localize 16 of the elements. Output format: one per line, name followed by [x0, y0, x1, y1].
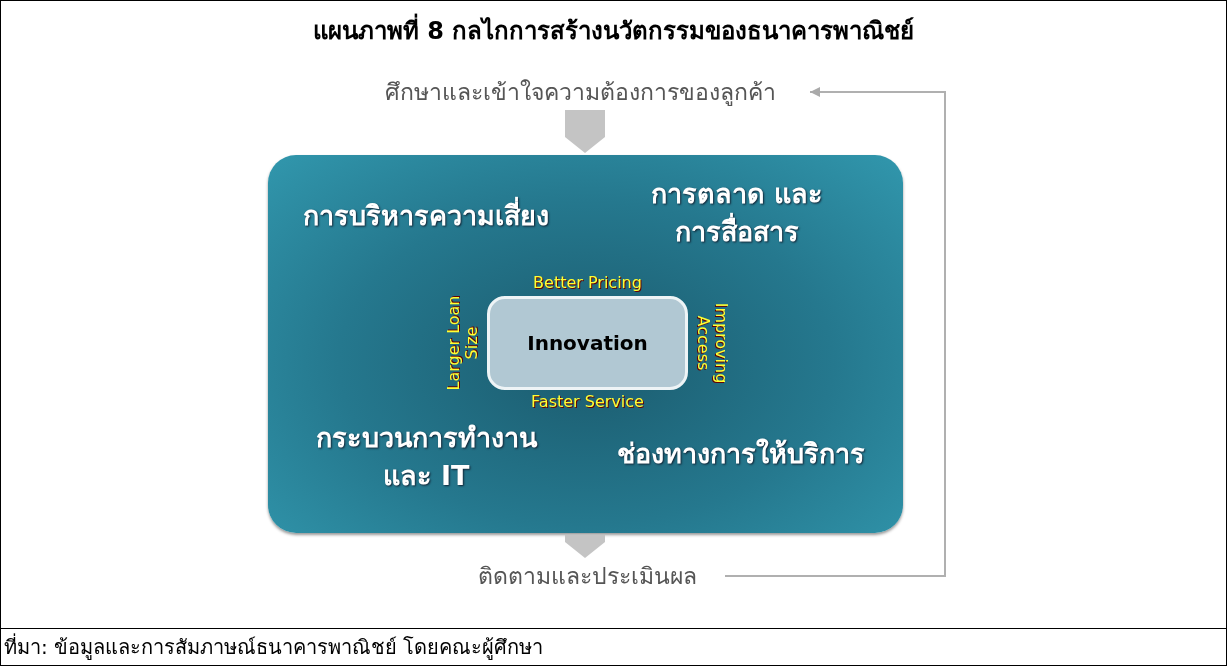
quadrant-label: ช่องทางการให้บริการ	[591, 435, 891, 479]
quadrant-label: การบริหารความเสี่ยง	[278, 197, 574, 241]
rounded-panel	[268, 155, 903, 533]
side-label: Larger Loan Size	[445, 294, 481, 393]
step-label: ศึกษาและเข้าใจความต้องการของลูกค้า	[360, 76, 800, 108]
side-label: Better Pricing	[532, 274, 643, 292]
step-label: ติดตามและประเมินผล	[460, 560, 715, 592]
center-box: Innovation	[487, 296, 688, 390]
block-arrow	[565, 110, 605, 153]
side-label: Faster Service	[530, 393, 645, 411]
feedback-arrow	[724, 87, 946, 577]
caption-text: ที่มา: ข้อมูลและการสัมภาษณ์ธนาคารพาณิชย์ โดยคณะผู้ศึกษา	[4, 634, 544, 660]
quadrant-label: กระบวนการทำงาน และ IT	[298, 419, 554, 503]
quadrant-label: การตลาด และการสื่อสาร	[637, 175, 837, 259]
block-arrow	[565, 535, 605, 558]
side-label: Improving Access	[694, 301, 730, 386]
